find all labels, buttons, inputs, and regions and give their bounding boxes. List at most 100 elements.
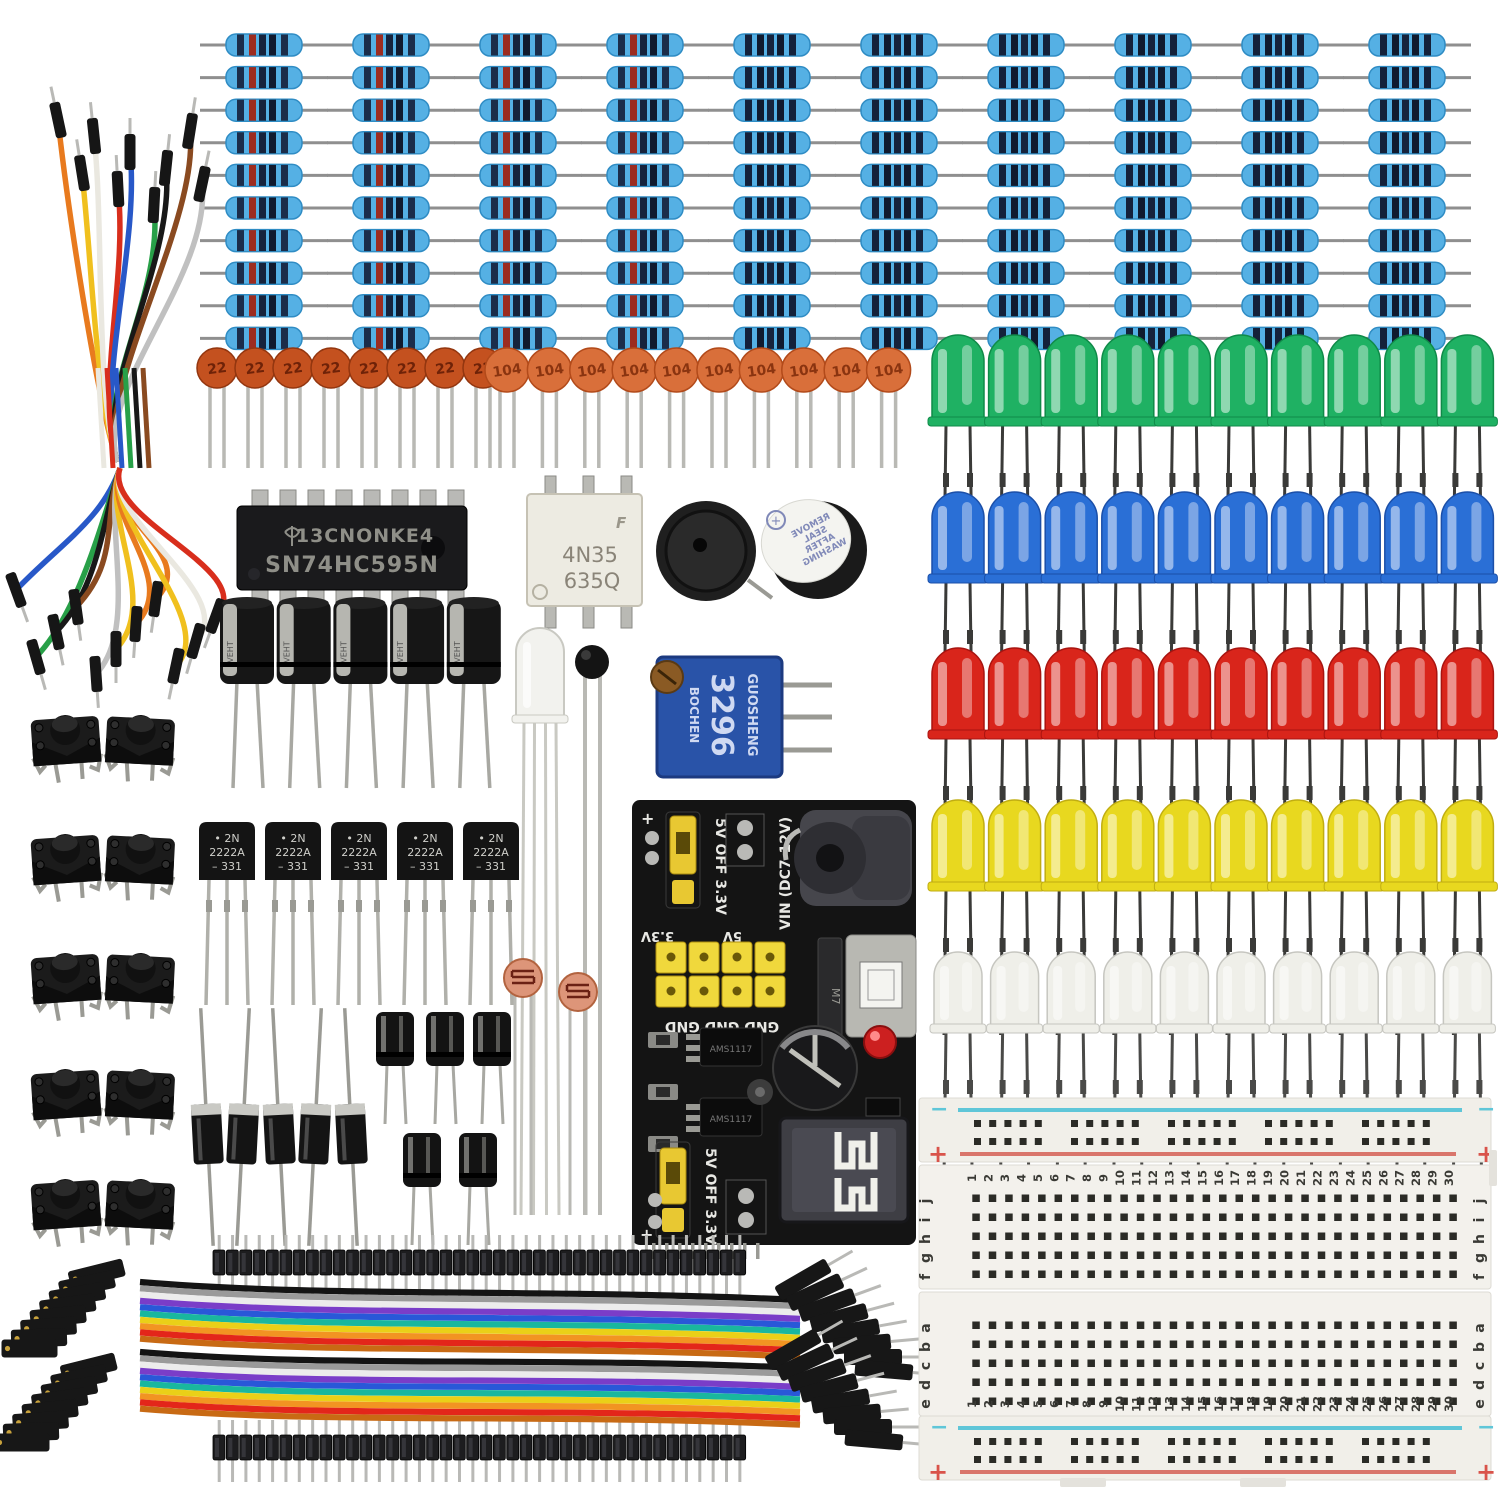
svg-text:i: i [1472,1218,1488,1223]
resistor [327,33,455,57]
svg-text:VIN (DC7-12V): VIN (DC7-12V) [778,817,794,930]
ceramic-capacitor: 104 [696,347,742,468]
diode [262,1008,296,1246]
ceramic-capacitor: 22 [424,347,466,468]
svg-text:d: d [1472,1380,1488,1390]
tactile-button [30,1179,103,1247]
resistor [1343,228,1471,253]
svg-text:104: 104 [576,361,607,381]
svg-text:12: 12 [1146,1170,1160,1186]
svg-text:3: 3 [998,1174,1012,1182]
resistor [962,294,1090,318]
electrolytic-capacitor-small [426,1012,464,1125]
ceramic-capacitor: 22 [234,347,276,468]
dupont-female-connector [1,1339,58,1358]
svg-text:30: 30 [1442,1396,1456,1412]
svg-text:16: 16 [1212,1396,1226,1412]
resistor [200,98,328,122]
svg-text:e: e [1472,1399,1488,1409]
resistor [454,261,582,285]
svg-text:19: 19 [1261,1170,1275,1186]
resistor [454,98,582,122]
wire-connector [110,631,122,683]
svg-text:2222A: 2222A [473,846,509,859]
resistor [708,228,836,253]
svg-text:e: e [918,1399,934,1409]
resistor [1089,163,1217,188]
svg-text:104: 104 [788,361,819,381]
svg-text:104: 104 [704,361,735,381]
svg-text:+: + [640,1225,653,1244]
pin-header-strip [212,1420,747,1482]
resistor [1089,98,1217,122]
resistor [1343,33,1471,57]
resistor [708,294,836,318]
led-row-red [927,647,1498,884]
svg-text:12: 12 [1146,1396,1160,1412]
svg-text:d: d [918,1380,934,1390]
svg-text:15: 15 [1195,1396,1209,1412]
svg-text:104: 104 [873,361,904,381]
svg-text:• 2N: • 2N [280,832,305,845]
resistor [1216,196,1344,220]
svg-text:10: 10 [1113,1170,1127,1186]
resistor [1216,33,1344,57]
svg-text:−: − [1477,1097,1495,1122]
dupont-male-connector [809,1301,895,1333]
svg-text:5V: 5V [723,928,742,943]
svg-text:29: 29 [1426,1170,1440,1186]
led-yellow [927,799,989,1036]
electrolytic-capacitor-small [376,1012,414,1125]
svg-text:– 331: – 331 [476,860,506,873]
jumper-wire-bundle [5,86,227,709]
svg-text:23: 23 [1327,1396,1341,1412]
wire-connector [5,572,30,623]
resistor [581,261,709,285]
svg-text:2222A: 2222A [275,846,311,859]
svg-text:j: j [1472,1199,1488,1205]
ceramic-capacitor: 104 [781,347,827,468]
svg-text:3.3V: 3.3V [641,928,674,943]
svg-text:11: 11 [1130,1170,1144,1186]
passive-buzzer [656,501,774,601]
resistor [327,131,455,155]
svg-text:g: g [1472,1253,1488,1263]
tactile-button [103,953,176,1020]
svg-text:21: 21 [1294,1170,1308,1186]
dupont-male-connector [798,1284,882,1322]
resistor [454,196,582,220]
resistor [1089,33,1217,57]
resistor [1343,294,1471,318]
electrolytic-capacitor-small [403,1133,441,1246]
resistor [835,326,963,351]
svg-text:BOCHEN: BOCHEN [687,687,701,743]
ribbon-band [139,1348,801,1428]
svg-text:17: 17 [1228,1396,1242,1412]
dupont-male-connector [776,1336,858,1381]
resistor [327,294,455,318]
electrolytic-capacitor: VEHT [333,597,388,789]
resistor [581,131,709,155]
resistor [581,196,709,220]
svg-text:104: 104 [619,361,650,381]
svg-text:+: + [771,514,782,529]
resistor [454,326,582,351]
resistor [962,261,1090,285]
resistor [835,196,963,220]
tactile-buttons [30,715,176,1247]
diodes [190,1008,368,1246]
svg-text:23: 23 [1327,1170,1341,1186]
svg-text:f: f [918,1273,934,1280]
svg-text:24: 24 [1343,1396,1357,1412]
svg-text:20: 20 [1278,1170,1292,1186]
svg-text:17: 17 [1228,1170,1242,1186]
resistor [708,65,836,90]
svg-text:13: 13 [1162,1396,1176,1412]
